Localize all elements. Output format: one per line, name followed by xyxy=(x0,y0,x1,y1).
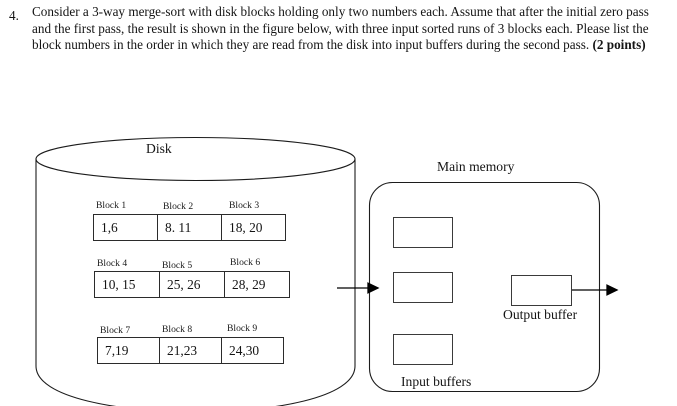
block-cell: 1,6 xyxy=(94,215,158,240)
block-header-8: Block 8 xyxy=(162,324,193,335)
block-header-group: Block 7 Block 8 Block 9 xyxy=(97,323,284,337)
block-cell: 18, 20 xyxy=(222,215,286,240)
question-points: (2 points) xyxy=(592,37,646,53)
block-header-5: Block 5 xyxy=(162,260,193,271)
question-number: 4. xyxy=(9,8,19,23)
input-buffer-2 xyxy=(393,272,453,303)
block-cell-group: 10, 15 25, 26 28, 29 xyxy=(94,271,290,298)
block-header-6: Block 6 xyxy=(230,257,261,268)
block-header-9: Block 9 xyxy=(227,323,258,334)
output-buffer-box xyxy=(511,275,572,306)
question-block: 4. Consider a 3-way merge-sort with disk… xyxy=(0,4,660,54)
block-cell: 25, 26 xyxy=(160,272,225,297)
block-cell: 7,19 xyxy=(98,338,160,363)
block-cell-group: 7,19 21,23 24,30 xyxy=(97,337,284,364)
disk-block-row: Block 1 Block 2 Block 3 1,6 8. 11 18, 20 xyxy=(93,200,286,241)
disk-label: Disk xyxy=(146,141,172,156)
block-header-1: Block 1 xyxy=(96,200,127,211)
input-buffer-3 xyxy=(393,334,453,365)
block-header-2: Block 2 xyxy=(163,201,194,212)
block-cell: 28, 29 xyxy=(225,272,290,297)
block-header-group: Block 4 Block 5 Block 6 xyxy=(94,257,290,271)
input-buffer-1 xyxy=(393,217,453,248)
disk-block-row: Block 7 Block 8 Block 9 7,19 21,23 24,30 xyxy=(97,323,284,364)
input-buffers-label: Input buffers xyxy=(401,374,472,389)
block-header-group: Block 1 Block 2 Block 3 xyxy=(93,200,286,214)
block-header-7: Block 7 xyxy=(100,325,131,336)
block-header-3: Block 3 xyxy=(229,200,260,211)
disk-to-memory-arrow xyxy=(337,282,380,294)
question-body: Consider a 3-way merge-sort with disk bl… xyxy=(32,4,649,53)
disk-block-row: Block 4 Block 5 Block 6 10, 15 25, 26 28… xyxy=(94,257,290,298)
question-text: Consider a 3-way merge-sort with disk bl… xyxy=(32,4,650,54)
block-cell: 21,23 xyxy=(160,338,222,363)
output-buffer-label: Output buffer xyxy=(503,307,578,322)
block-header-4: Block 4 xyxy=(97,258,128,269)
main-memory-label: Main memory xyxy=(437,159,515,174)
block-cell: 24,30 xyxy=(222,338,284,363)
block-cell-group: 1,6 8. 11 18, 20 xyxy=(93,214,286,241)
block-cell: 10, 15 xyxy=(95,272,160,297)
block-cell: 8. 11 xyxy=(158,215,222,240)
